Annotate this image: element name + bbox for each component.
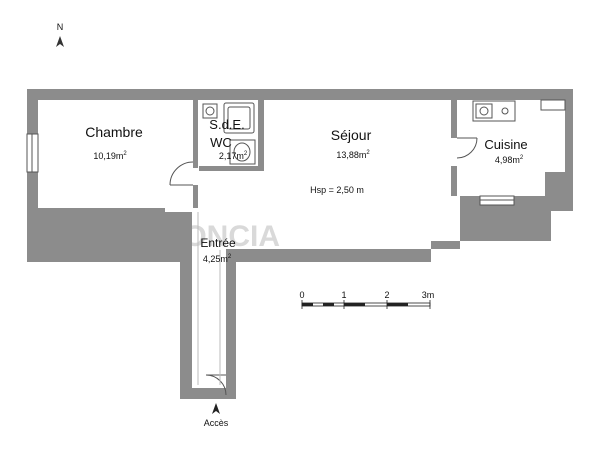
room-name: Chambre (85, 124, 143, 140)
room-area: 13,88m2 (336, 150, 370, 160)
scale-label: 0 (299, 290, 304, 300)
exterior-walls (27, 89, 573, 399)
access-label: Accès (204, 418, 229, 428)
room-chambre: Chambre 10,19m2 (85, 124, 143, 161)
interior-walls (193, 100, 457, 208)
compass-label: N (57, 22, 64, 32)
doors (169, 137, 478, 396)
room-area: 4,25m2 (203, 254, 232, 264)
windows (26, 99, 566, 206)
scale-label: 2 (384, 290, 389, 300)
room-sde-wc: S.d.E. WC 2,17m2 (209, 117, 248, 161)
room-area: 10,19m2 (93, 151, 127, 161)
room-sejour: Séjour 13,88m2 Hsp = 2,50 m (310, 127, 371, 195)
scale-bar: 0 1 2 3m (299, 290, 434, 309)
room-area: 4,98m2 (495, 155, 524, 165)
room-name-secondary: WC (210, 135, 232, 150)
entree-corridor (197, 212, 221, 385)
room-name: Séjour (331, 127, 372, 143)
room-name: S.d.E. (209, 117, 244, 132)
bathroom-fixtures (202, 102, 256, 165)
access-marker: Accès (204, 403, 229, 428)
access-arrow-icon (212, 403, 220, 414)
kitchen-fixtures (472, 100, 516, 122)
scale-label: 3m (422, 290, 435, 300)
north-arrow-icon: N (56, 22, 64, 47)
room-cuisine: Cuisine 4,98m2 (484, 137, 527, 165)
room-area: 2,17m2 (219, 151, 248, 161)
room-name: Entrée (200, 236, 236, 250)
room-name: Cuisine (484, 137, 527, 152)
room-entree: Entrée 4,25m2 (200, 236, 236, 264)
ceiling-height: Hsp = 2,50 m (310, 185, 364, 195)
scale-label: 1 (341, 290, 346, 300)
